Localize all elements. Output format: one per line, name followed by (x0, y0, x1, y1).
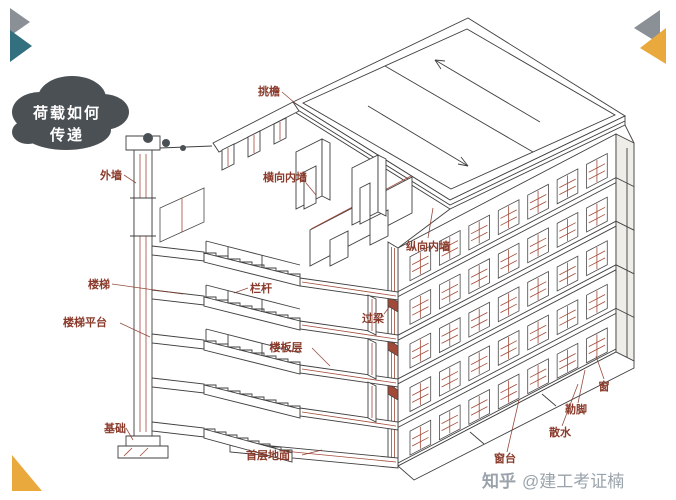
leader-exterior-wall (123, 174, 137, 184)
watermark: 知乎 @建工考证楠 (481, 471, 624, 491)
bottom-left-corner-triangle-icon (12, 455, 42, 491)
label-exterior-wall: 外墙 (99, 168, 122, 182)
floor-slabs (229, 277, 399, 469)
leader-stair-landing (119, 322, 151, 338)
building-group (117, 17, 635, 481)
leader-stairs (111, 283, 184, 295)
leader-window-sill (506, 399, 520, 453)
leader-lintel (383, 305, 391, 315)
stair-railing (205, 240, 301, 356)
leader-plinth (577, 369, 586, 404)
label-stair-landing: 楼梯平台 (63, 315, 107, 329)
thought-bubble: 荷载如何 传递 (12, 76, 186, 151)
thought-bubble-line1: 荷载如何 (33, 104, 101, 122)
leader-transverse-interior-wall (305, 182, 317, 196)
label-window: 窗 (599, 379, 610, 393)
watermark-handle: @建工考证楠 (522, 472, 624, 491)
leader-longitudinal-interior-wall (427, 207, 434, 239)
top-left-corner-triangles-icon (10, 8, 32, 62)
leader-overhanging-eave (281, 91, 297, 105)
roof-slope-arrow-icon (367, 105, 469, 167)
leader-apron (561, 383, 579, 427)
leader-floor-slab (311, 347, 331, 367)
roof (125, 17, 626, 249)
thought-bubble-line2: 传递 (49, 126, 84, 144)
leader-railing (233, 287, 249, 294)
facade-windows (397, 152, 635, 456)
staircase (151, 240, 301, 463)
foundation (117, 435, 169, 459)
label-floor-slab: 楼板层 (270, 340, 303, 354)
top-right-corner-triangles-icon (634, 10, 666, 64)
leader-ground-floor (301, 449, 323, 456)
cut-wall-and-lintels (387, 241, 399, 467)
transverse-interior-walls (221, 117, 387, 226)
label-plinth: 勒脚 (565, 402, 587, 416)
label-overhanging-eave: 挑檐 (258, 84, 280, 98)
label-transverse-interior-wall: 横向内墙 (263, 170, 307, 184)
watermark-brand: 知乎 (481, 471, 516, 491)
component-labels: 挑檐 外墙 横向内墙 纵向内墙 楼梯 栏杆 楼梯平台 过梁 楼板层 基础 首层地… (63, 84, 610, 465)
label-foundation: 基础 (103, 421, 126, 435)
label-apron: 散水 (549, 425, 572, 439)
label-lintel: 过梁 (362, 311, 385, 325)
thought-dots-icon (143, 133, 186, 151)
label-longitudinal-interior-wall: 纵向内墙 (406, 239, 450, 253)
label-stairs: 楼梯 (88, 277, 110, 291)
roof-slope-arrow-icon (434, 59, 541, 123)
label-ground-floor: 首层地面 (246, 448, 290, 462)
label-railing: 栏杆 (250, 281, 272, 295)
leader-window (595, 355, 605, 380)
label-window-sill: 窗台 (494, 451, 516, 465)
leader-foundation (125, 427, 134, 441)
